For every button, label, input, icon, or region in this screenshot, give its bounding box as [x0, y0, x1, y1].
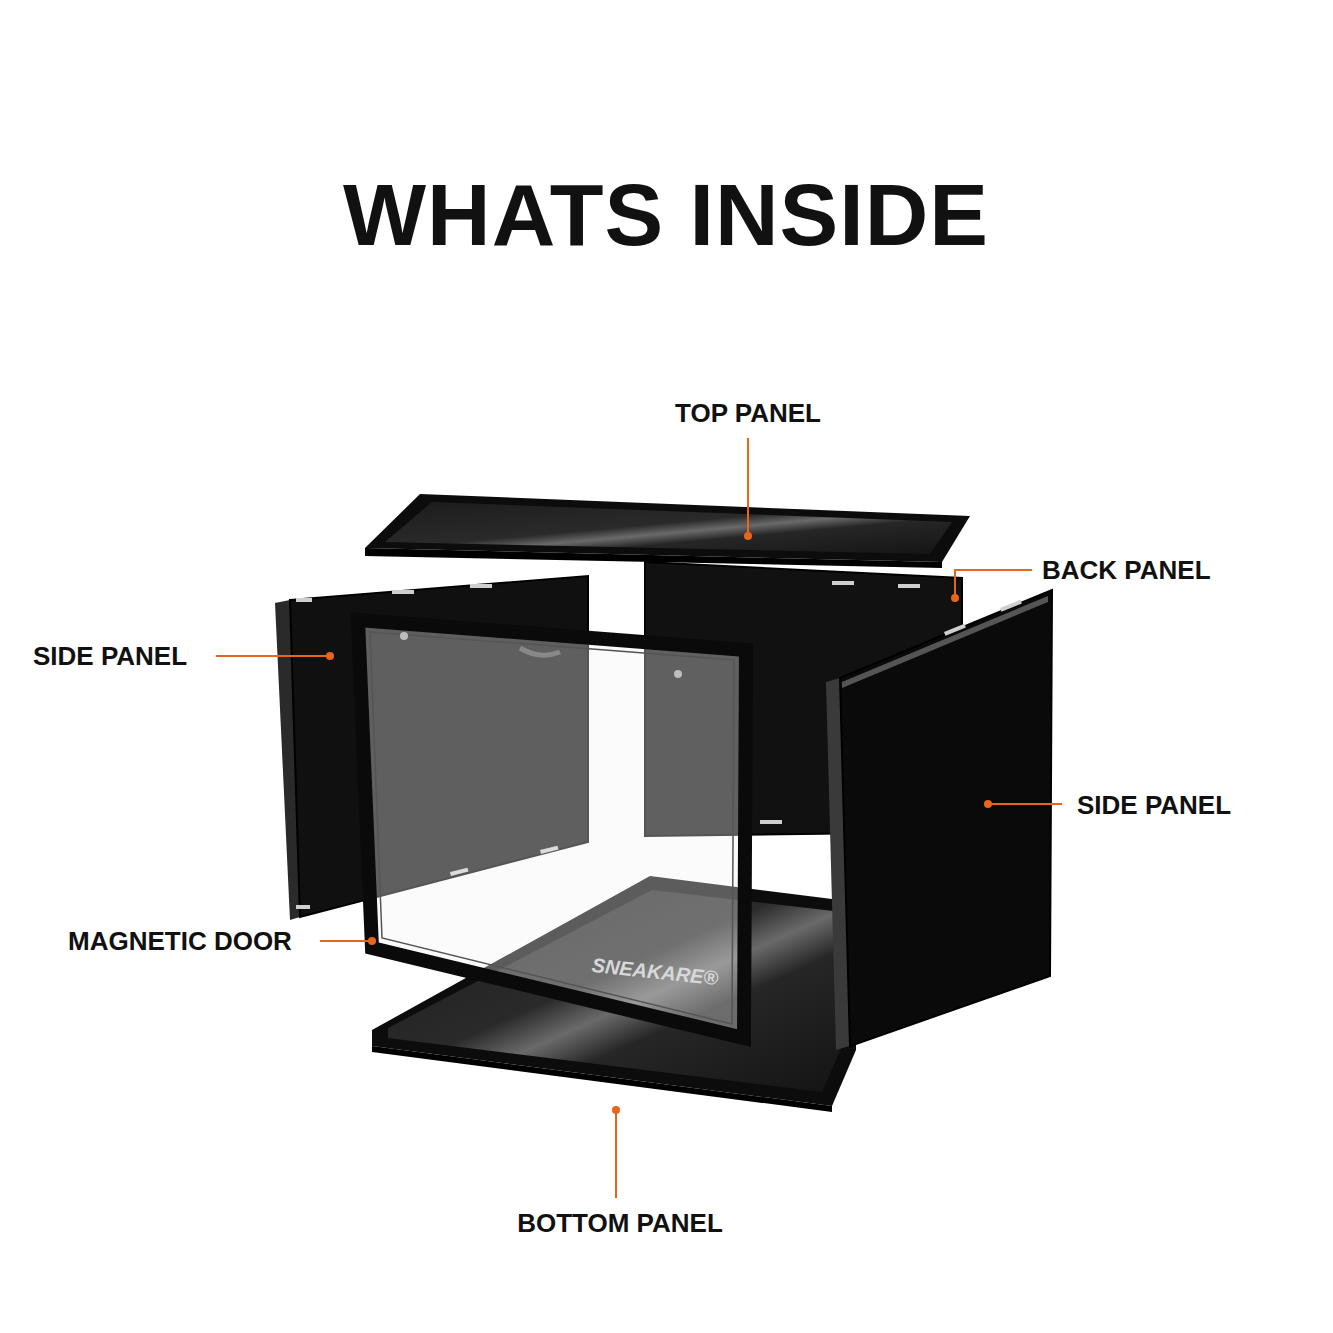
title: WHATS INSIDE — [343, 164, 989, 266]
part-label: SIDE PANEL — [1077, 790, 1231, 821]
part-label: BOTTOM PANEL — [517, 1208, 723, 1239]
side-panel-right — [826, 590, 1052, 1050]
top-panel — [365, 494, 970, 568]
part-label: SIDE PANEL — [33, 641, 187, 672]
part-label: MAGNETIC DOOR — [68, 926, 292, 957]
magnetic-door — [358, 620, 746, 1038]
leader-dots — [326, 532, 992, 1114]
leader-lines — [216, 438, 1062, 1198]
part-label: TOP PANEL — [675, 398, 821, 429]
part-label: BACK PANEL — [1042, 555, 1211, 586]
